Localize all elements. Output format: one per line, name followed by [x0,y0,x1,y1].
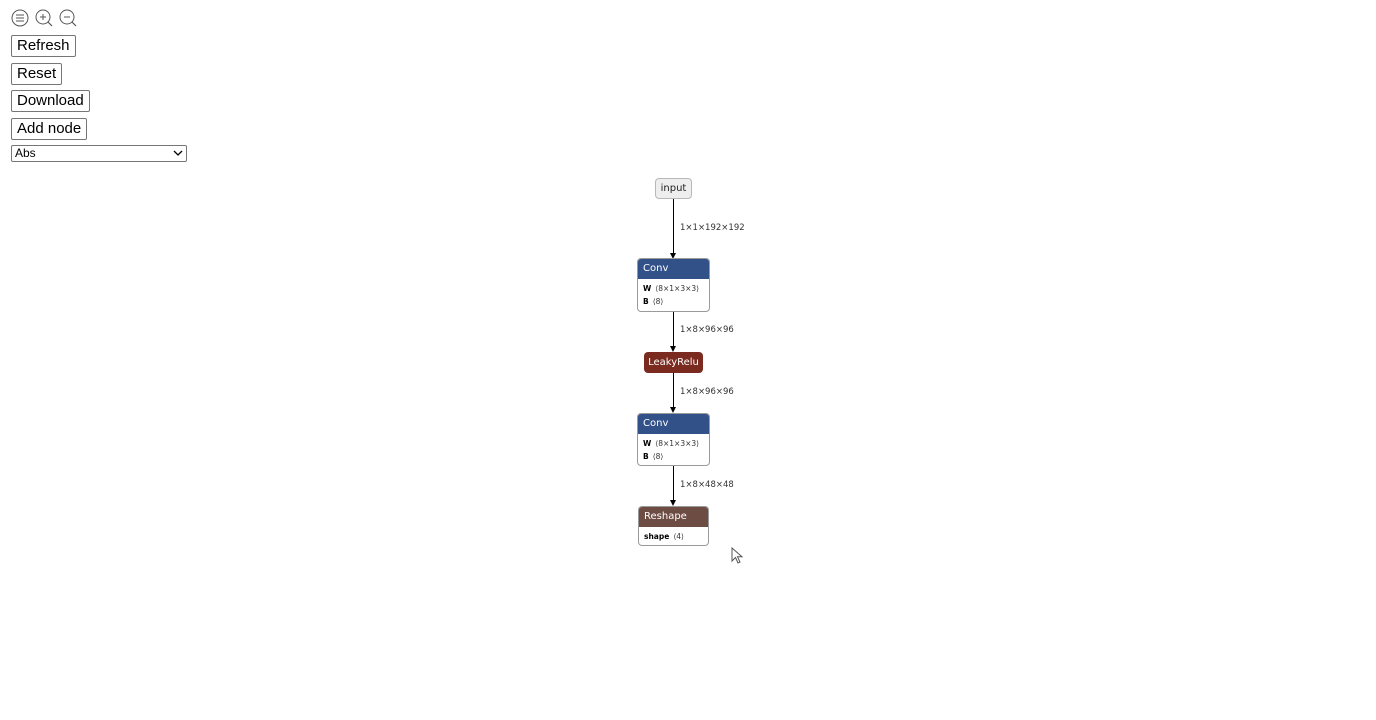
add-node-button[interactable]: Add node [11,118,88,140]
arrowhead-icon [670,407,676,413]
edge-line [673,466,674,501]
edge-label: 1×1×192×192 [680,223,745,233]
node-attribute: B⟨8⟩ [643,297,664,306]
edge-line [673,373,674,408]
download-button[interactable]: Download [11,90,90,112]
sidebar-icon[interactable] [11,9,29,27]
node-title: Reshape [639,507,708,527]
node-attributes: W⟨8×1×3×3⟩ B⟨8⟩ [638,434,709,465]
node-attributes: W⟨8×1×3×3⟩ B⟨8⟩ [638,279,709,310]
op-type-selected-value: Abs [15,146,36,160]
input-node[interactable]: input [655,178,692,199]
edge-line [673,199,674,253]
conv-node[interactable]: Conv W⟨8×1×3×3⟩ B⟨8⟩ [637,258,710,312]
edge-label: 1×8×96×96 [680,325,734,335]
refresh-button[interactable]: Refresh [11,35,76,57]
node-attributes: shape⟨4⟩ [639,527,708,545]
leaky-relu-node[interactable]: LeakyRelu [644,352,703,373]
arrowhead-icon [670,253,676,259]
chevron-down-icon [173,150,183,156]
toolbar-icons [11,9,77,27]
reshape-node[interactable]: Reshape shape⟨4⟩ [638,506,709,546]
node-title: Conv [638,414,709,434]
node-attribute: B⟨8⟩ [643,452,664,461]
reset-button[interactable]: Reset [11,63,63,85]
edge-line [673,312,674,347]
mouse-pointer-icon [731,547,744,564]
edge-label: 1×8×96×96 [680,387,734,397]
node-title: Conv [638,259,709,279]
node-attribute: shape⟨4⟩ [644,532,684,541]
arrowhead-icon [670,500,676,506]
conv-node[interactable]: Conv W⟨8×1×3×3⟩ B⟨8⟩ [637,413,710,466]
node-attribute: W⟨8×1×3×3⟩ [643,439,700,448]
op-type-select[interactable]: Abs [11,145,187,162]
zoom-in-icon[interactable] [35,9,53,27]
zoom-out-icon[interactable] [59,9,77,27]
arrowhead-icon [670,346,676,352]
edge-label: 1×8×48×48 [680,480,734,490]
node-attribute: W⟨8×1×3×3⟩ [643,284,700,293]
